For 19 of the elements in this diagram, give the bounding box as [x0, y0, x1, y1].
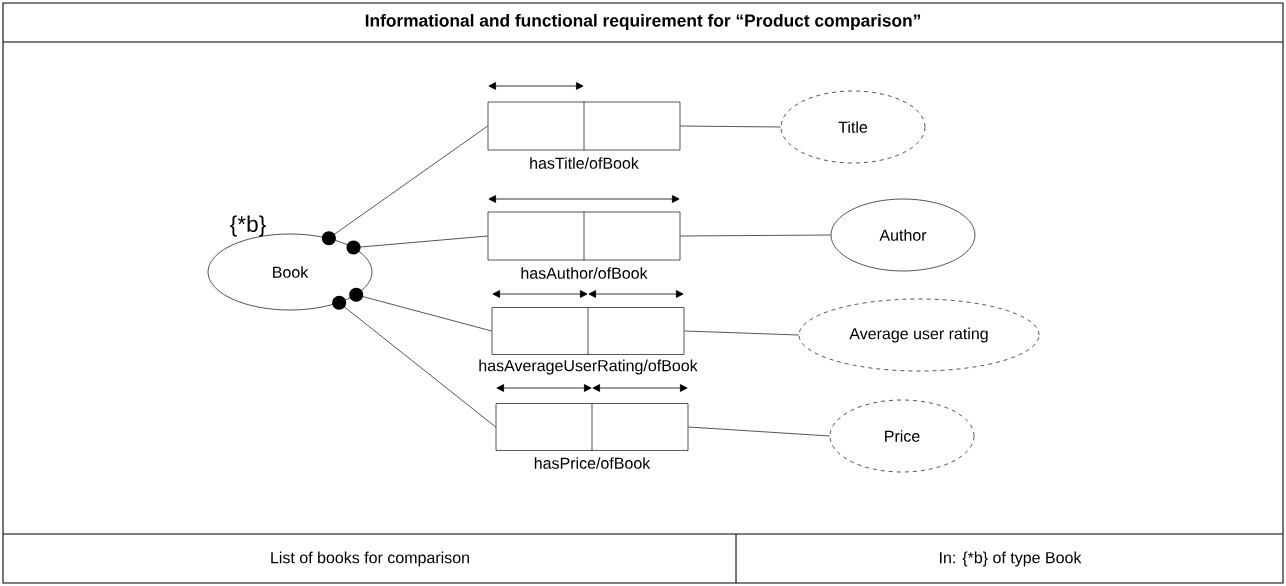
role-label: hasTitle/ofBook [530, 157, 639, 169]
connector-line [332, 295, 496, 428]
table-cell-text: List of books for comparison [271, 551, 469, 567]
role-box [495, 402, 689, 452]
connector-line [680, 234, 831, 237]
connector-line [680, 125, 781, 128]
connector-line [349, 287, 492, 332]
connector-line [688, 426, 830, 437]
table-title: Informational and functional requirement for “Product comparison” [365, 13, 921, 31]
role-box [487, 211, 681, 261]
connector-line [321, 125, 488, 246]
connector-line [346, 235, 488, 255]
role-label: hasAuthor/ofBook [521, 267, 648, 279]
role-label: hasPrice/ofBook [534, 457, 651, 469]
role-box [491, 306, 685, 356]
role-box [487, 101, 681, 151]
role-label: hasAverageUserRating/ofBook [479, 359, 698, 375]
table-cell-text: In: {*b} of type Book [940, 551, 1082, 567]
connector-line [684, 330, 799, 336]
